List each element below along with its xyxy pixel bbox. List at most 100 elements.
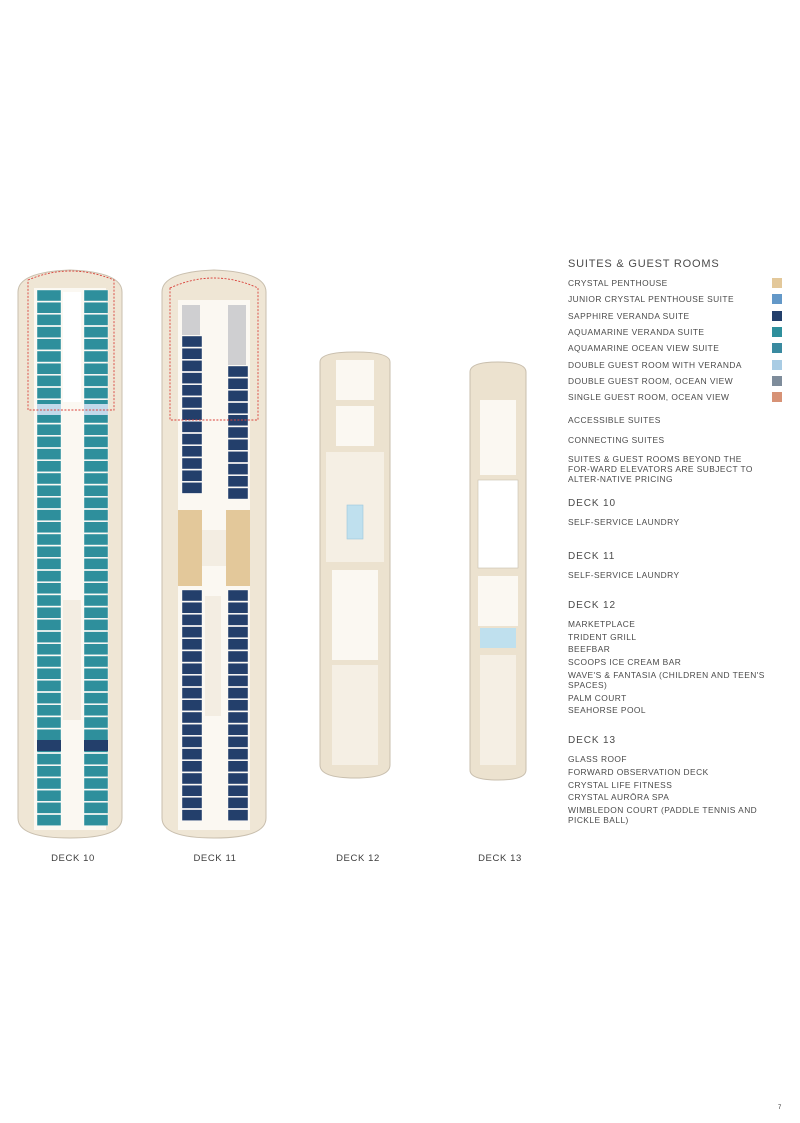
- deck-11-cabin: [181, 457, 203, 470]
- deck-10-cabin: [36, 729, 62, 741]
- deck-11-cabin: [227, 475, 249, 487]
- deck-10-cabin: [83, 460, 109, 472]
- deck-11-cabin: [181, 482, 203, 494]
- deck-10-cabin: [36, 582, 62, 594]
- deck-10-cabin: [83, 509, 109, 521]
- legend-title: SUITES & GUEST ROOMS: [568, 258, 720, 270]
- deck-section-item: WAVE'S & FANTASIA (CHILDREN AND TEEN'S S…: [568, 669, 765, 690]
- deck-10-cabin: [83, 729, 109, 741]
- deck-10-cabin: [37, 740, 61, 751]
- deck-10-cabin: [36, 680, 62, 692]
- deck-12-pool: [346, 504, 364, 540]
- deck-11-cabin: [181, 602, 203, 614]
- deck-10-cabin: [83, 472, 109, 485]
- deck-10-cabin: [37, 404, 61, 415]
- deck-10-cabin: [36, 338, 62, 350]
- deck-11-cabin: [181, 409, 203, 421]
- deck-10-cabin: [36, 753, 62, 765]
- deck-10-cabin: [83, 289, 109, 302]
- deck-11-cabin: [227, 402, 249, 414]
- deck-10-cabin: [83, 594, 109, 607]
- deck-10-cabin: [36, 655, 62, 668]
- deck-10-cabin: [83, 497, 109, 509]
- deck-10-cabin: [36, 668, 62, 680]
- pricing-note: SUITES & GUEST ROOMS BEYOND THE FOR-WARD…: [568, 453, 753, 484]
- deck-10-cabin: [83, 668, 109, 680]
- deck-10-forward-zone: [27, 270, 115, 411]
- deck-13-fwd-area: [480, 400, 516, 475]
- deck-11-cabin: [181, 699, 203, 711]
- deck-10-cabin: [36, 643, 62, 655]
- deck-11-cabin: [227, 626, 249, 638]
- deck-10-cabin: [83, 802, 109, 814]
- deck-10-cabin: [36, 375, 62, 387]
- legend-item-label: SAPPHIRE VERANDA SUITE: [568, 310, 690, 321]
- deck-section-item: WIMBLEDON COURT (PADDLE TENNIS AND PICKL…: [568, 804, 758, 826]
- deck-section-item: CRYSTAL AURŌRA SPA: [568, 792, 670, 803]
- deck-10-cabin: [83, 314, 109, 326]
- deck-section-title: DECK 10: [568, 497, 616, 509]
- deck-10-cabin: [83, 814, 109, 826]
- deck-10-cabin: [83, 582, 109, 594]
- deck-12-scoops: [332, 570, 378, 660]
- deck-11-cabin: [227, 772, 249, 785]
- deck-10-cabin: [83, 485, 109, 497]
- deck-10-cabin: [36, 570, 62, 582]
- deck-10-cabin: [83, 753, 109, 765]
- deck-10-cabin: [36, 594, 62, 607]
- deck-11-cabin: [181, 724, 203, 736]
- legend-item: SAPPHIRE VERANDA SUITE: [568, 310, 783, 327]
- deck-10-cabin: [36, 790, 62, 802]
- legend-item: DOUBLE GUEST ROOM WITH VERANDA: [568, 359, 783, 376]
- deck-10-cabin: [36, 485, 62, 497]
- deck-section-item: BEEFBAR: [568, 644, 611, 655]
- deck-section-item: MARKETPLACE: [568, 619, 636, 630]
- deck-11-cabin: [227, 390, 249, 402]
- deck-section-title: DECK 13: [568, 735, 616, 747]
- deck-section-item: GLASS ROOF: [568, 754, 627, 765]
- deck-11-cabin: [181, 348, 203, 360]
- deck-10-label: DECK 10: [51, 853, 95, 864]
- deck-10-cabin: [83, 326, 109, 338]
- deck-11-cabin: [227, 699, 249, 711]
- deck-10-cabin: [36, 497, 62, 509]
- deck-10-cabin: [83, 350, 109, 363]
- deck-section-item: CRYSTAL LIFE FITNESS: [568, 779, 673, 790]
- deck-11-cabin: [227, 736, 249, 748]
- legend-item-label: AQUAMARINE VERANDA SUITE: [568, 327, 705, 338]
- deck-12-sunset-bar: [336, 360, 374, 400]
- deck-11-cabin: [181, 772, 203, 785]
- legend-item: AQUAMARINE VERANDA SUITE: [568, 327, 783, 343]
- deck-10-cabin: [83, 607, 109, 619]
- legend-item-label: JUNIOR CRYSTAL PENTHOUSE SUITE: [568, 294, 734, 305]
- deck-11-cabin: [227, 687, 249, 699]
- deck-10-cabin: [83, 546, 109, 558]
- deck-10-cabin: [36, 607, 62, 619]
- deck-10-cabin: [36, 289, 62, 302]
- deck-11-cabin: [227, 365, 249, 378]
- deck-11-cabin: [227, 589, 249, 602]
- deck-11-cabin: [227, 378, 249, 390]
- deck-13-wimbledon-court: [478, 576, 518, 626]
- deck-11-cabin: [181, 335, 203, 348]
- deck-11-cabin: [227, 711, 249, 724]
- deck-10-cabin: [84, 740, 108, 751]
- deck-11-cabin: [227, 614, 249, 626]
- legend-swatch: [772, 310, 782, 321]
- deck-10-cabin: [83, 424, 109, 436]
- legend-item: SINGLE GUEST ROOM, OCEAN VIEW: [568, 392, 783, 408]
- deck-11-lobby: [202, 530, 226, 566]
- deck-section-item: SELF-SERVICE LAUNDRY: [568, 570, 680, 581]
- deck-10-cabin: [36, 546, 62, 558]
- deck-12-palm-court: [336, 406, 374, 446]
- deck-11-cabin: [181, 760, 203, 772]
- deck-12-label: DECK 12: [336, 853, 380, 864]
- deck-10-cabin: [83, 777, 109, 790]
- deck-11-cabin: [227, 487, 249, 500]
- deck-11-cabin: [181, 360, 203, 372]
- deck-13-label: DECK 13: [478, 853, 522, 864]
- deck-10-cabin: [36, 436, 62, 448]
